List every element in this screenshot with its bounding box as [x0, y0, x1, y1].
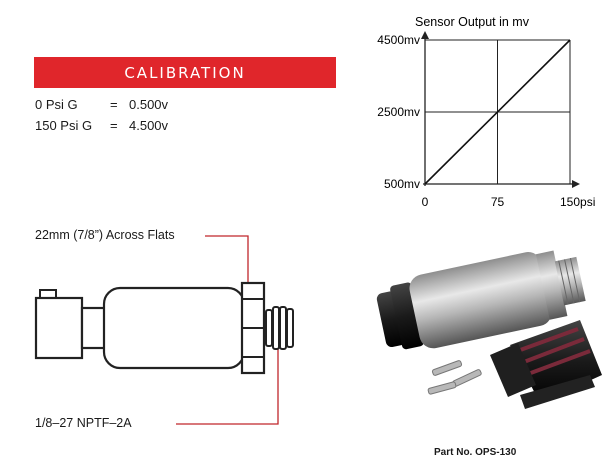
- connector-housing: [34, 296, 84, 360]
- chart-x-axis-arrow: [572, 180, 580, 188]
- chart-x-tick-label: 0: [422, 195, 429, 209]
- chart-y-tick-label: 500mv: [384, 177, 420, 191]
- chart-y-axis-arrow: [421, 31, 429, 39]
- calibration-banner: CALIBRATION: [34, 57, 336, 88]
- sensor-drawing: [34, 235, 294, 425]
- chart-series: [424, 39, 571, 185]
- calibration-equals: =: [110, 118, 118, 133]
- calibration-pressure: 150 Psi G: [35, 118, 93, 133]
- chart-axes: [421, 31, 580, 188]
- chart-title: Sensor Output in mv: [415, 15, 530, 29]
- thread-section: [265, 306, 294, 350]
- chart-y-tick-label: 4500mv: [377, 33, 420, 47]
- connector-neck: [80, 306, 108, 350]
- chart-y-tick-label: 2500mv: [377, 105, 420, 119]
- product-photo: [376, 250, 602, 409]
- calibration-title: CALIBRATION: [124, 63, 246, 82]
- sensor-body: [102, 286, 246, 370]
- flats-label: 22mm (7/8”) Across Flats: [35, 228, 175, 242]
- connector-pins: [427, 360, 482, 395]
- mating-connector: [490, 320, 602, 409]
- chart-series-line: [424, 39, 571, 185]
- chart-x-tick-label: 75: [491, 195, 505, 209]
- sensor-output-chart: Sensor Output in mv 500mv 2500mv 4500mv 0 7…: [377, 15, 596, 209]
- sensor-photo: [376, 250, 586, 350]
- chart-x-tick-label: 150psi: [560, 195, 595, 209]
- calibration-equals: =: [110, 97, 118, 112]
- chart-x-ticks: 0 75 150psi: [422, 195, 596, 209]
- part-number: Part No. OPS-130: [434, 447, 517, 458]
- flats-leader-line: [205, 235, 249, 283]
- chart-y-ticks: 500mv 2500mv 4500mv: [377, 33, 420, 191]
- calibration-pressure: 0 Psi G: [35, 97, 78, 112]
- calibration-output: 0.500v: [129, 97, 169, 112]
- calibration-output: 4.500v: [129, 118, 169, 133]
- thread-leader-line: [176, 347, 279, 425]
- thread-label: 1/8–27 NPTF–2A: [35, 416, 132, 430]
